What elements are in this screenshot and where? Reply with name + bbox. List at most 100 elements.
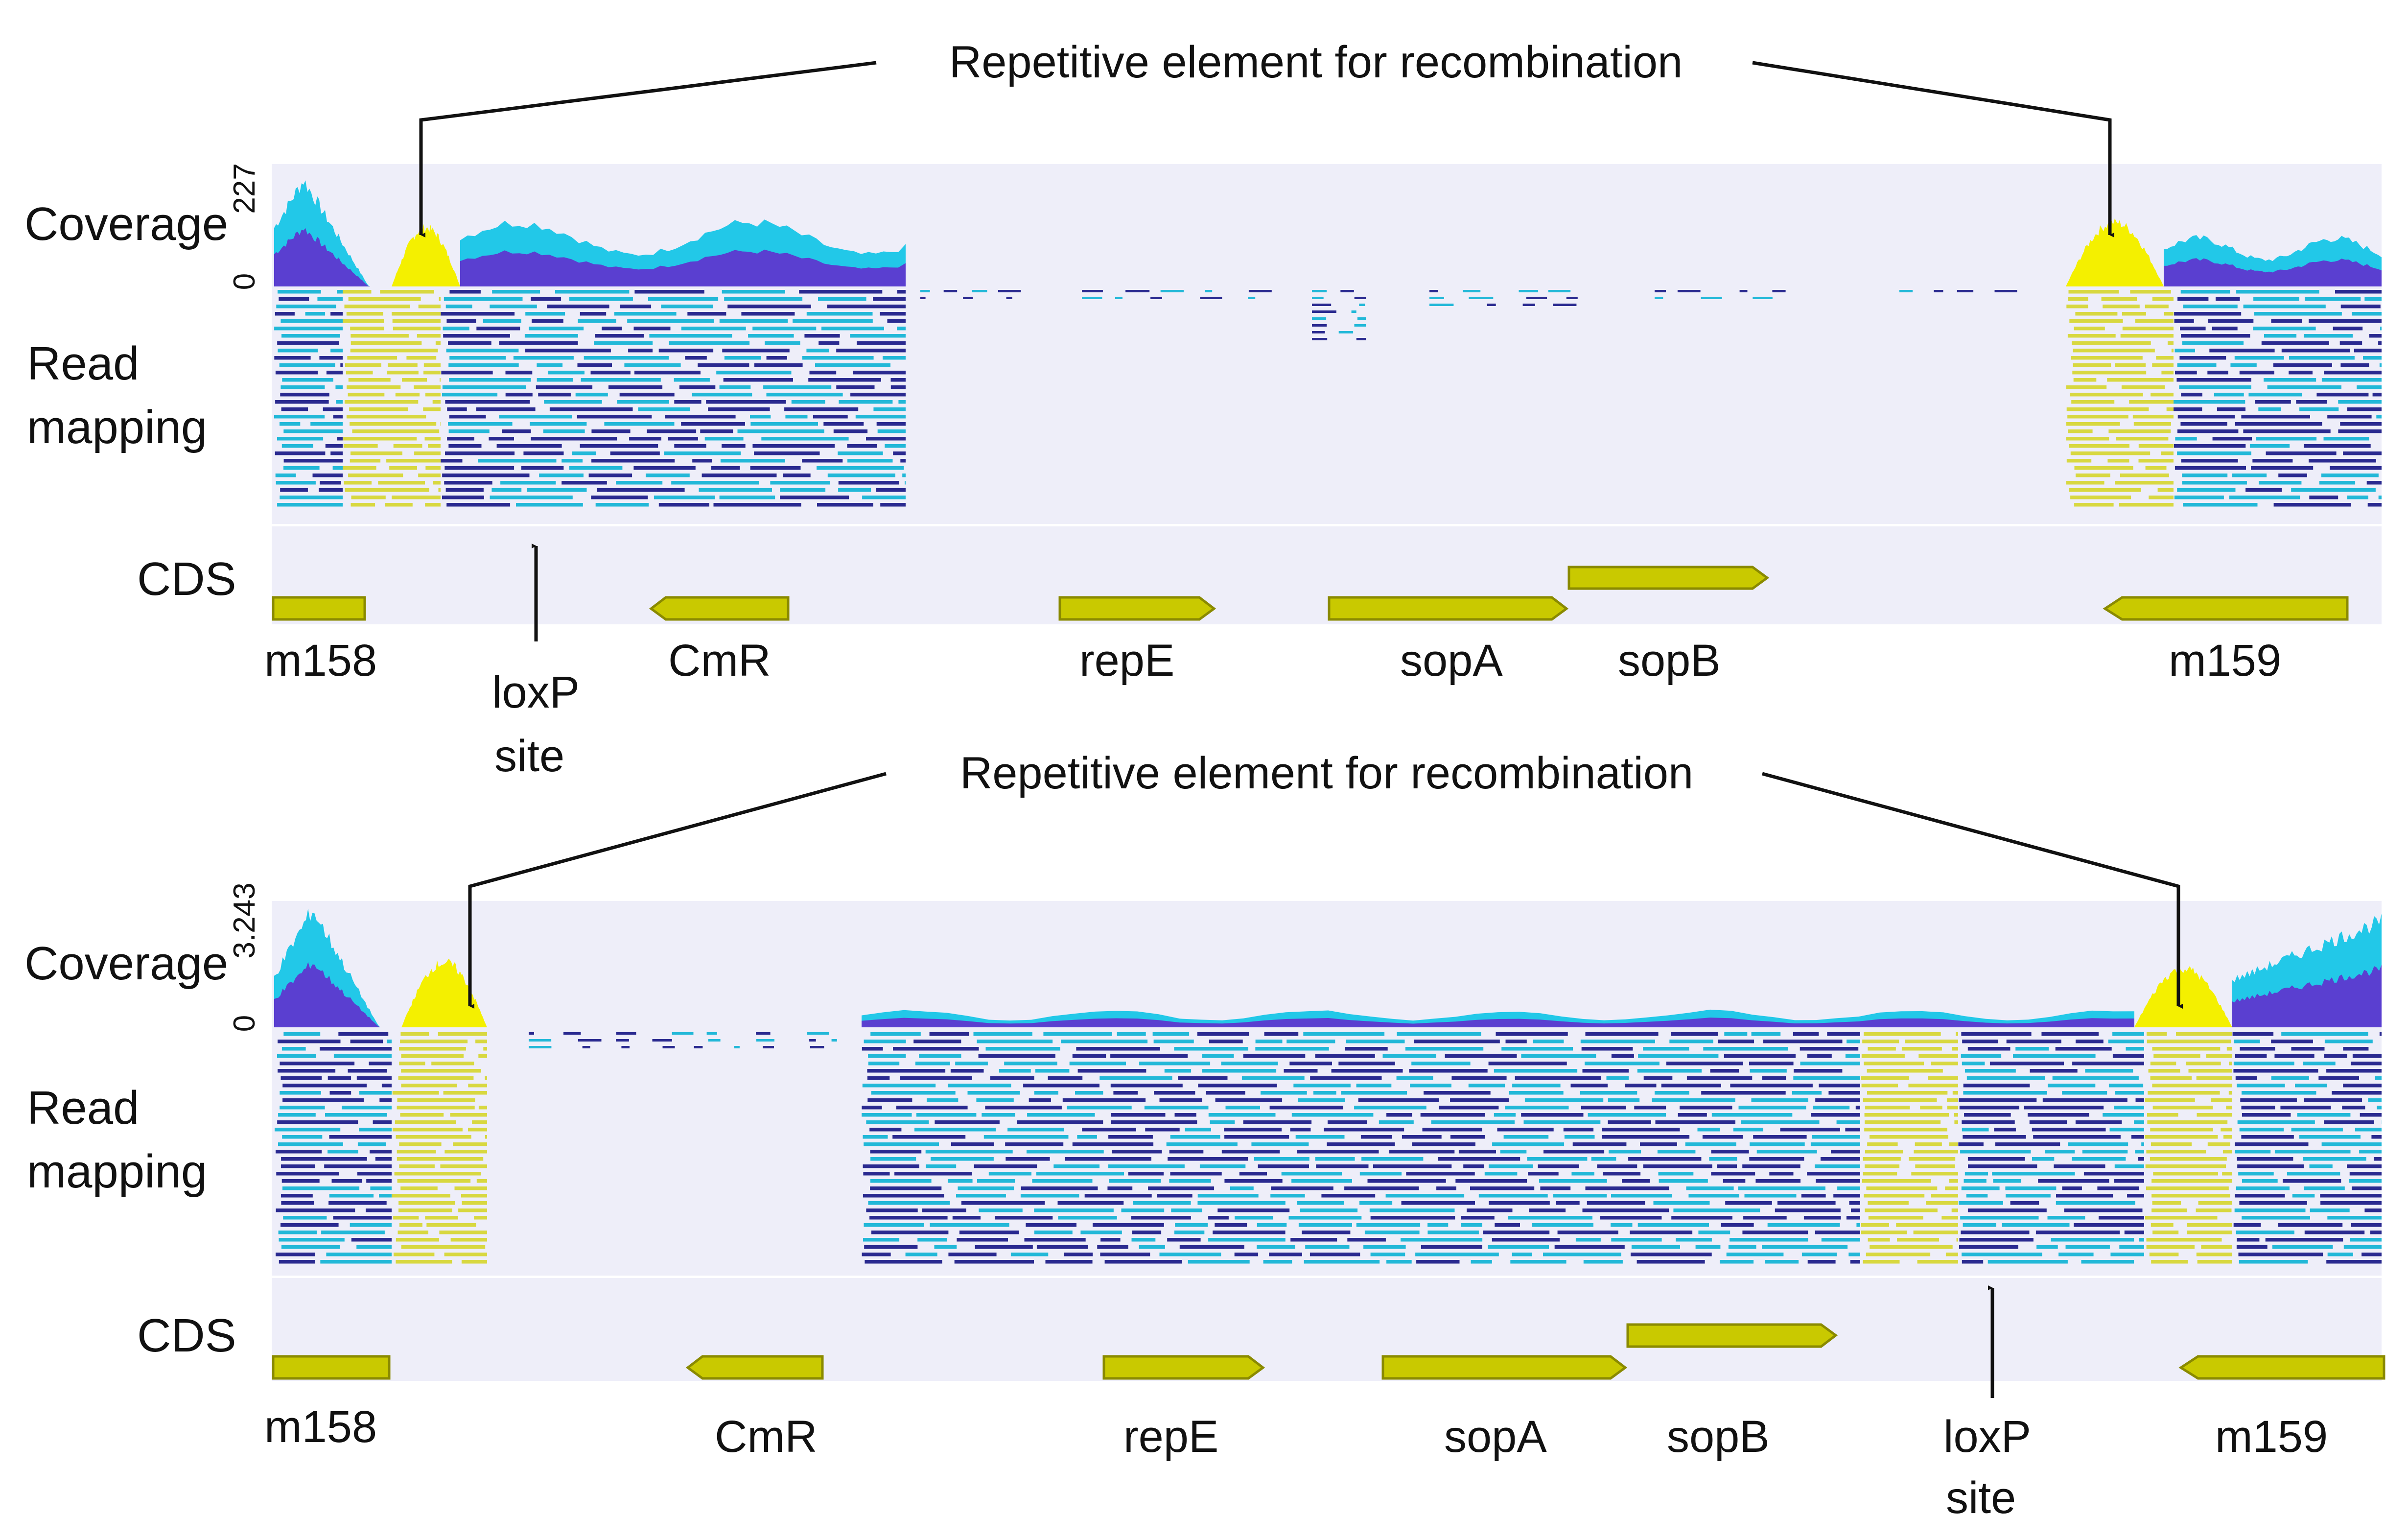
- read-segment: [1958, 1142, 1984, 1146]
- read-segment: [1510, 1260, 1566, 1264]
- gene-m159-arrow: [2178, 1355, 2385, 1380]
- read-segment: [2156, 356, 2174, 360]
- read-segment: [524, 334, 578, 338]
- read-segment: [920, 290, 930, 292]
- read-segment: [2235, 1054, 2267, 1058]
- read-segment: [281, 1223, 339, 1227]
- read-segment: [665, 415, 736, 419]
- read-segment: [754, 363, 803, 367]
- read-segment: [763, 1046, 774, 1048]
- coverage-plot: [274, 908, 2382, 1027]
- read-row-label: Read: [27, 1082, 140, 1134]
- read-segment: [604, 422, 675, 426]
- read-segment: [2152, 297, 2174, 301]
- read-segment: [1461, 1216, 1495, 1220]
- read-segment: [1315, 1157, 1355, 1161]
- read-segment: [1034, 1091, 1058, 1095]
- read-segment: [1200, 297, 1222, 299]
- read-segment: [1575, 1238, 1601, 1242]
- read-segment: [1202, 1069, 1277, 1073]
- read-segment: [950, 1069, 984, 1073]
- read-segment: [401, 1054, 464, 1058]
- read-segment: [679, 385, 716, 389]
- read-segment: [1533, 1040, 1564, 1043]
- read-segment: [806, 312, 873, 316]
- read-segment: [927, 1098, 959, 1102]
- read-segment: [1034, 1231, 1073, 1234]
- read-segment: [2127, 1194, 2144, 1198]
- read-segment: [2112, 1054, 2144, 1058]
- read-segment: [351, 1238, 392, 1242]
- read-segment: [2242, 1113, 2291, 1117]
- read-segment: [2238, 1253, 2323, 1256]
- read-segment: [1436, 1186, 1456, 1190]
- read-segment: [2122, 312, 2146, 316]
- read-segment: [320, 1047, 392, 1051]
- read-segment: [2103, 1113, 2144, 1117]
- read-segment: [1585, 1032, 1659, 1036]
- read-segment: [1492, 1142, 1565, 1146]
- coverage-area-inner: [862, 1018, 2134, 1027]
- read-segment: [343, 437, 417, 441]
- read-segment: [1717, 1164, 1737, 1168]
- read-segment: [614, 312, 677, 316]
- read-segment: [2241, 415, 2310, 419]
- read-segment: [741, 312, 795, 316]
- read-segment: [418, 474, 441, 477]
- read-segment: [278, 349, 318, 353]
- read-segment: [664, 451, 741, 455]
- read-segment: [521, 466, 564, 470]
- read-segment: [870, 1179, 932, 1183]
- read-segment: [1209, 1040, 1243, 1043]
- read-segment: [2324, 1054, 2347, 1058]
- gene-m158-arrow: [272, 596, 366, 621]
- read-segment: [350, 327, 384, 331]
- read-segment: [2367, 503, 2382, 507]
- read-segment: [1861, 1054, 1905, 1058]
- read-segment: [1863, 1098, 1937, 1102]
- read-segment: [442, 474, 530, 477]
- read-segment: [2352, 1054, 2382, 1058]
- read-segment: [1489, 1164, 1533, 1168]
- read-segment: [2064, 1208, 2143, 1212]
- read-segment: [1868, 1238, 1890, 1242]
- read-segment: [963, 297, 973, 299]
- read-segment: [865, 1260, 942, 1264]
- read-segment: [1492, 1238, 1560, 1242]
- read-segment: [1862, 1179, 1931, 1183]
- read-segment: [387, 371, 419, 375]
- read-segment: [283, 459, 343, 463]
- read-segment: [1483, 1231, 1550, 1234]
- read-segment: [1960, 1150, 2031, 1154]
- read-segment: [590, 371, 631, 375]
- read-segment: [1695, 1245, 1721, 1249]
- read-segment: [708, 1039, 721, 1042]
- read-segment: [2207, 371, 2228, 375]
- read-segment: [1865, 1150, 1903, 1154]
- read-segment: [439, 1231, 487, 1234]
- read-segment: [569, 466, 623, 470]
- read-segment: [961, 1201, 1045, 1205]
- read-segment: [1775, 1208, 1841, 1212]
- read-segment: [1208, 1216, 1229, 1220]
- read-segment: [1006, 297, 1012, 299]
- read-segment: [1463, 290, 1481, 292]
- read-segment: [1870, 1245, 1953, 1249]
- read-segment: [1993, 1179, 2021, 1183]
- read-segment: [750, 415, 771, 419]
- read-segment: [1954, 1120, 1958, 1124]
- annotation-label: Repetitive element for recombination: [960, 748, 1693, 798]
- read-segment: [671, 481, 759, 485]
- read-segment: [1634, 1106, 1666, 1110]
- read-segment: [1410, 1084, 1451, 1088]
- read-segment: [1208, 1113, 1276, 1117]
- read-segment: [766, 356, 787, 360]
- read-segment: [1897, 1238, 1940, 1242]
- read-segment: [868, 1062, 900, 1066]
- read-segment: [1867, 1069, 1943, 1073]
- read-segment: [1849, 1201, 1860, 1205]
- read-segment: [1962, 1040, 1998, 1043]
- read-segment: [397, 1098, 475, 1102]
- read-segment: [1697, 1128, 1720, 1132]
- read-segment: [2175, 371, 2197, 375]
